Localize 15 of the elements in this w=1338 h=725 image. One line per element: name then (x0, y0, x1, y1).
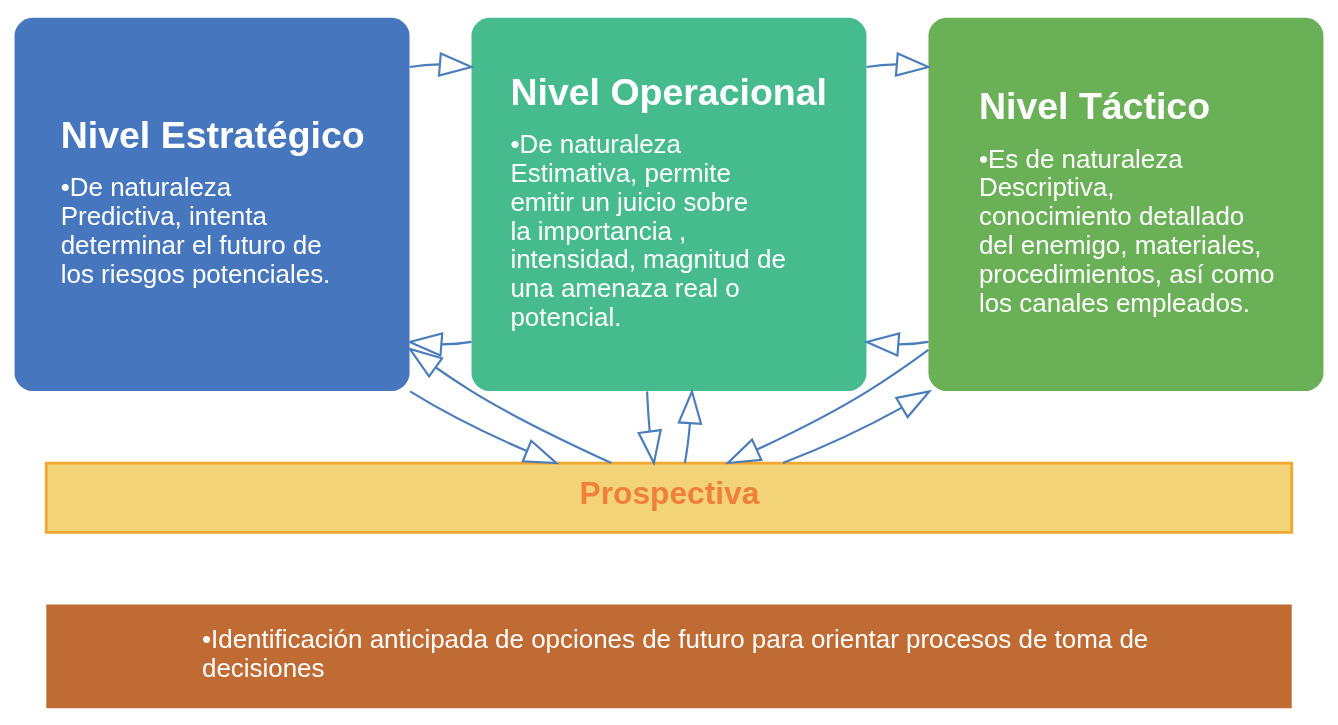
arrow (407, 346, 612, 464)
arrow (409, 390, 560, 464)
arrow (866, 51, 932, 77)
arrow (637, 390, 663, 466)
node-box: Prospectiva (44, 461, 1294, 534)
arrow (724, 348, 929, 464)
arrow (863, 331, 929, 357)
arrow (409, 51, 475, 77)
arrow (406, 331, 472, 357)
node-box: •Identificación anticipada de opciones de futuro para orientar procesos de toma de decisiones (46, 603, 1292, 708)
arrow (782, 389, 933, 464)
node-box: Nivel Estratégico •De naturaleza Predictiva, intenta determinar el futuro de los riesgos potenciales. (14, 17, 410, 391)
node-box: Nivel Táctico •Es de naturaleza Descriptiva, conocimiento detallado del enemigo, materiales, procedimientos, así como los canales empleados. (928, 17, 1324, 391)
node-box: Nivel Operacional •De naturaleza Estimativa, permite emitir un juicio sobre la importancia , intensidad, magnitud de una amenaza real o potencial. (471, 17, 867, 391)
arrow (677, 387, 703, 463)
